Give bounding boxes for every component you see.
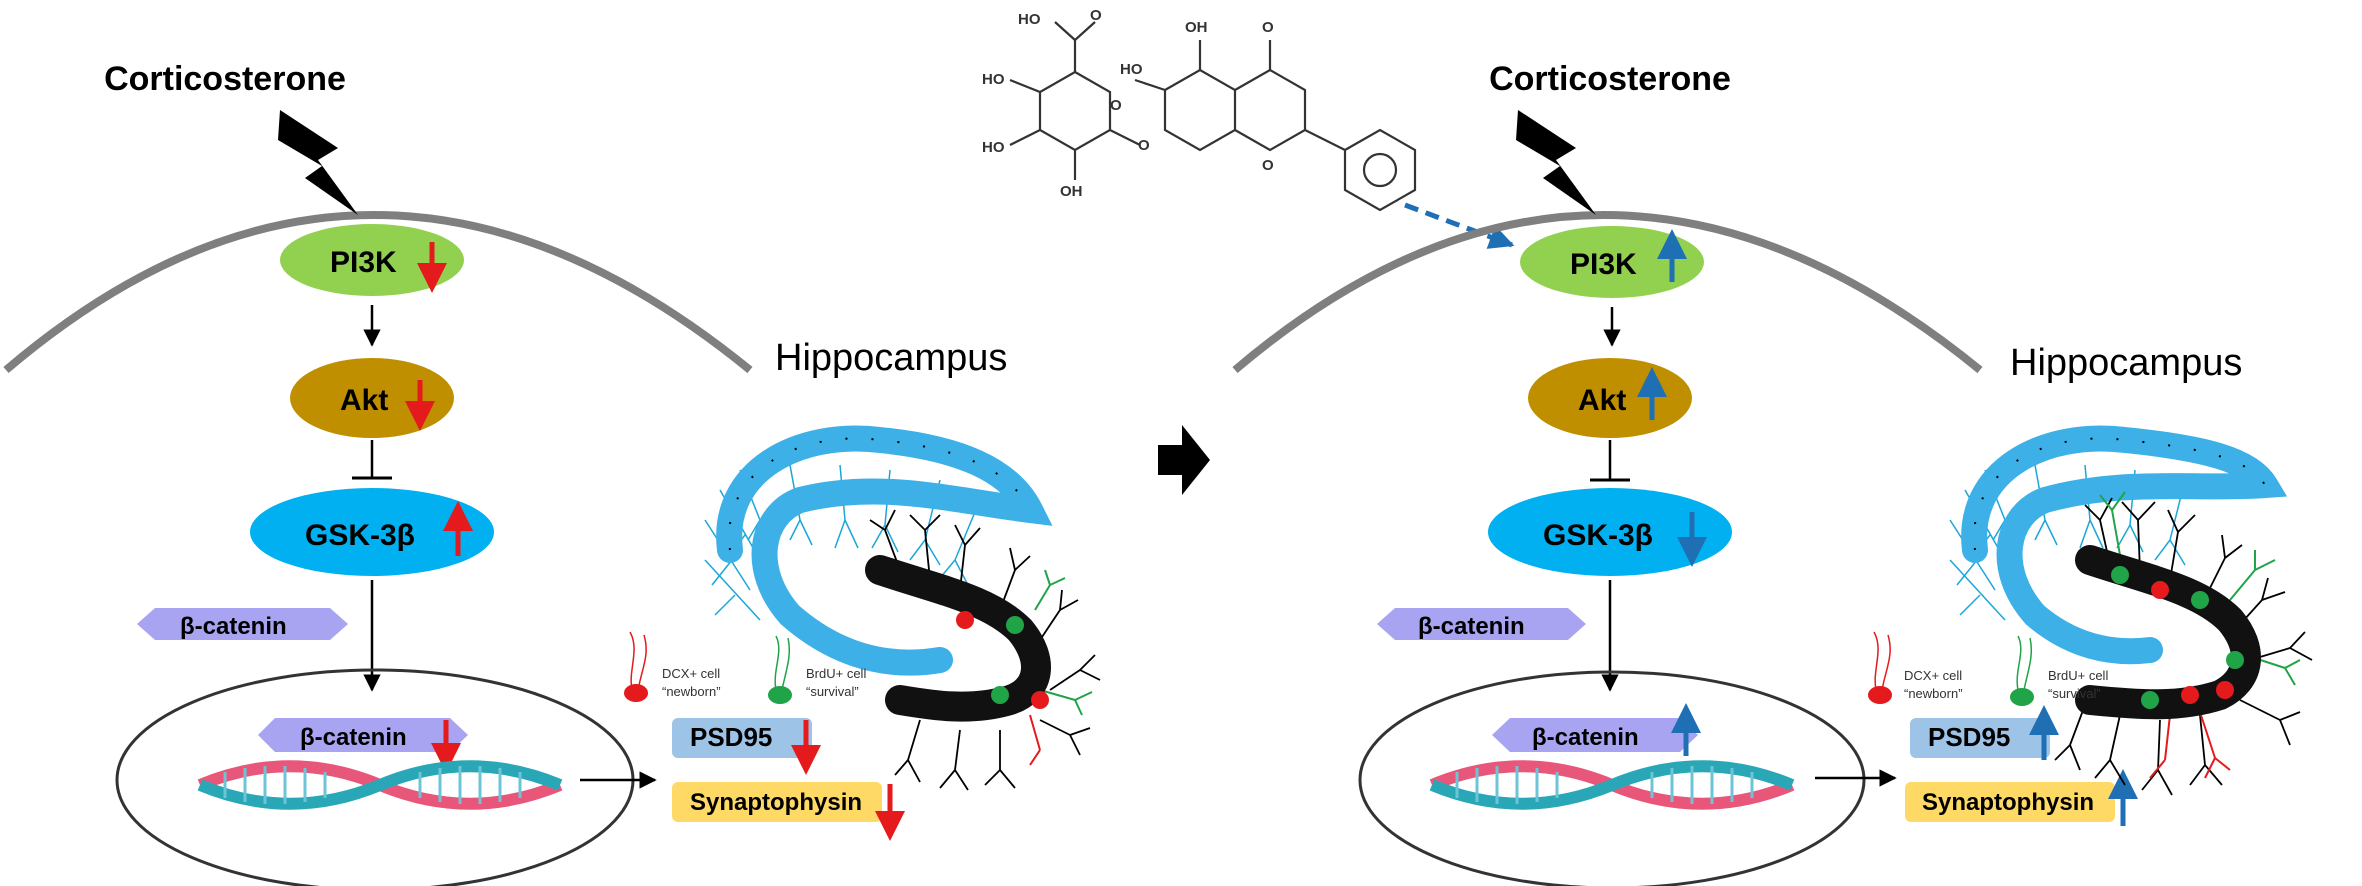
panel-left: Corticosterone PI3K Akt GSK-3β β-catenin… bbox=[3, 60, 1101, 886]
region-label: Hippocampus bbox=[775, 337, 1007, 379]
compound-target-arrow bbox=[1404, 202, 1515, 249]
atom-o: O bbox=[1090, 7, 1102, 24]
cell-membrane bbox=[1232, 211, 1983, 374]
dcx-legend-subtitle: “newborn” bbox=[662, 684, 721, 699]
hippocampus-illustration bbox=[704, 425, 1101, 791]
brdu-cell-marker bbox=[2191, 591, 2209, 609]
atom-ho: HO bbox=[1120, 61, 1143, 78]
psd95-label: PSD95 bbox=[1928, 722, 2010, 752]
compound-structure bbox=[1009, 21, 1417, 212]
newborn-dendrite bbox=[1029, 714, 1041, 766]
atom-ho: HO bbox=[1018, 11, 1041, 28]
dcx-legend-title: DCX+ cell bbox=[662, 666, 720, 681]
atom-o: O bbox=[1262, 157, 1274, 174]
gsk-label: GSK-3β bbox=[1543, 519, 1653, 552]
bcatenin-nucleus bbox=[258, 718, 468, 752]
dcx-legend-subtitle: “newborn” bbox=[1904, 686, 1963, 701]
cell-membrane bbox=[3, 211, 753, 374]
granule-layer bbox=[716, 425, 1053, 676]
brdu-cell-marker bbox=[2141, 691, 2159, 709]
pi3k-label: PI3K bbox=[330, 246, 397, 279]
synaptophysin-box bbox=[672, 782, 882, 822]
dcx-legend-title: DCX+ cell bbox=[1904, 668, 1962, 683]
compound-atom-labels: HO O HO HO OH O O HO OH O O bbox=[982, 7, 1274, 200]
granule-layer bbox=[1961, 425, 2288, 665]
gsk-node bbox=[250, 488, 494, 576]
lightning-icon bbox=[278, 110, 358, 215]
dcx-cell-marker bbox=[956, 611, 974, 629]
brdu-cell-marker bbox=[1006, 616, 1024, 634]
stimulus-label: Corticosterone bbox=[104, 60, 346, 98]
dcx-legend-marker bbox=[624, 684, 648, 702]
dentate-gyrus-layer bbox=[865, 555, 1051, 722]
dentate-dendrites bbox=[869, 509, 1101, 791]
bcatenin-cytoplasm bbox=[137, 608, 348, 640]
atom-ho: HO bbox=[982, 139, 1005, 156]
gsk-label: GSK-3β bbox=[305, 519, 415, 552]
bcatenin-label: β-catenin bbox=[300, 724, 407, 751]
brdu-cell-marker bbox=[2111, 566, 2129, 584]
nucleus bbox=[1358, 670, 1866, 886]
newborn-dendrite bbox=[1034, 569, 1066, 611]
dcx-cell-marker bbox=[2216, 681, 2234, 699]
newborn-dendrite bbox=[2149, 711, 2231, 779]
akt-label: Akt bbox=[340, 384, 388, 417]
lightning-icon bbox=[1516, 110, 1596, 215]
dna-helix-icon bbox=[197, 760, 563, 810]
synaptophysin-label: Synaptophysin bbox=[1922, 789, 2094, 816]
atom-o: O bbox=[1138, 137, 1150, 154]
atom-oh: OH bbox=[1185, 19, 1208, 36]
cell-legend: DCX+ cell “newborn” BrdU+ cell “survival… bbox=[1868, 631, 2108, 706]
dcx-cell-marker bbox=[2151, 581, 2169, 599]
brdu-legend-subtitle: “survival” bbox=[806, 684, 859, 699]
psd95-box bbox=[1910, 718, 2050, 758]
dentate-dendrites bbox=[2054, 497, 2313, 796]
dcx-cell-marker bbox=[2181, 686, 2199, 704]
survival-dendrite bbox=[1039, 689, 1093, 716]
dcx-legend-marker bbox=[1868, 686, 1892, 704]
atom-ho: HO bbox=[982, 71, 1005, 88]
brdu-cell-marker bbox=[2226, 651, 2244, 669]
brdu-legend-subtitle: “survival” bbox=[2048, 686, 2101, 701]
synaptophysin-label: Synaptophysin bbox=[690, 789, 862, 816]
synaptophysin-box bbox=[1905, 782, 2115, 822]
transition-arrow bbox=[1158, 425, 1210, 495]
dna-helix-icon bbox=[1429, 760, 1795, 810]
bcatenin-label: β-catenin bbox=[1532, 724, 1639, 751]
brdu-legend-marker bbox=[768, 686, 792, 704]
stimulus-label: Corticosterone bbox=[1489, 60, 1731, 98]
cell-legend: DCX+ cell “newborn” BrdU+ cell “survival… bbox=[624, 631, 866, 704]
gsk-node bbox=[1488, 488, 1732, 576]
newborn-dendrite bbox=[2099, 491, 2301, 686]
brdu-legend-title: BrdU+ cell bbox=[2048, 668, 2108, 683]
bcatenin-nucleus bbox=[1492, 718, 1698, 752]
granule-cells bbox=[1973, 437, 2266, 551]
panel-right: Corticosterone PI3K Akt GSK-3β β-catenin… bbox=[1232, 60, 2313, 886]
bcatenin-label: β-catenin bbox=[1418, 613, 1525, 640]
brdu-legend-marker bbox=[2010, 688, 2034, 706]
psd95-box bbox=[672, 718, 812, 758]
akt-label: Akt bbox=[1578, 384, 1626, 417]
bcatenin-cytoplasm bbox=[1377, 608, 1586, 640]
dcx-cell-marker bbox=[1031, 691, 1049, 709]
bcatenin-label: β-catenin bbox=[180, 613, 287, 640]
hippocampus-illustration bbox=[1949, 425, 2313, 796]
brdu-cell-marker bbox=[991, 686, 1009, 704]
atom-oh: OH bbox=[1060, 183, 1083, 200]
region-label: Hippocampus bbox=[2010, 342, 2242, 384]
atom-o: O bbox=[1110, 97, 1122, 114]
brdu-legend-title: BrdU+ cell bbox=[806, 666, 866, 681]
atom-o: O bbox=[1262, 19, 1274, 36]
pi3k-label: PI3K bbox=[1570, 248, 1637, 281]
psd95-label: PSD95 bbox=[690, 722, 772, 752]
